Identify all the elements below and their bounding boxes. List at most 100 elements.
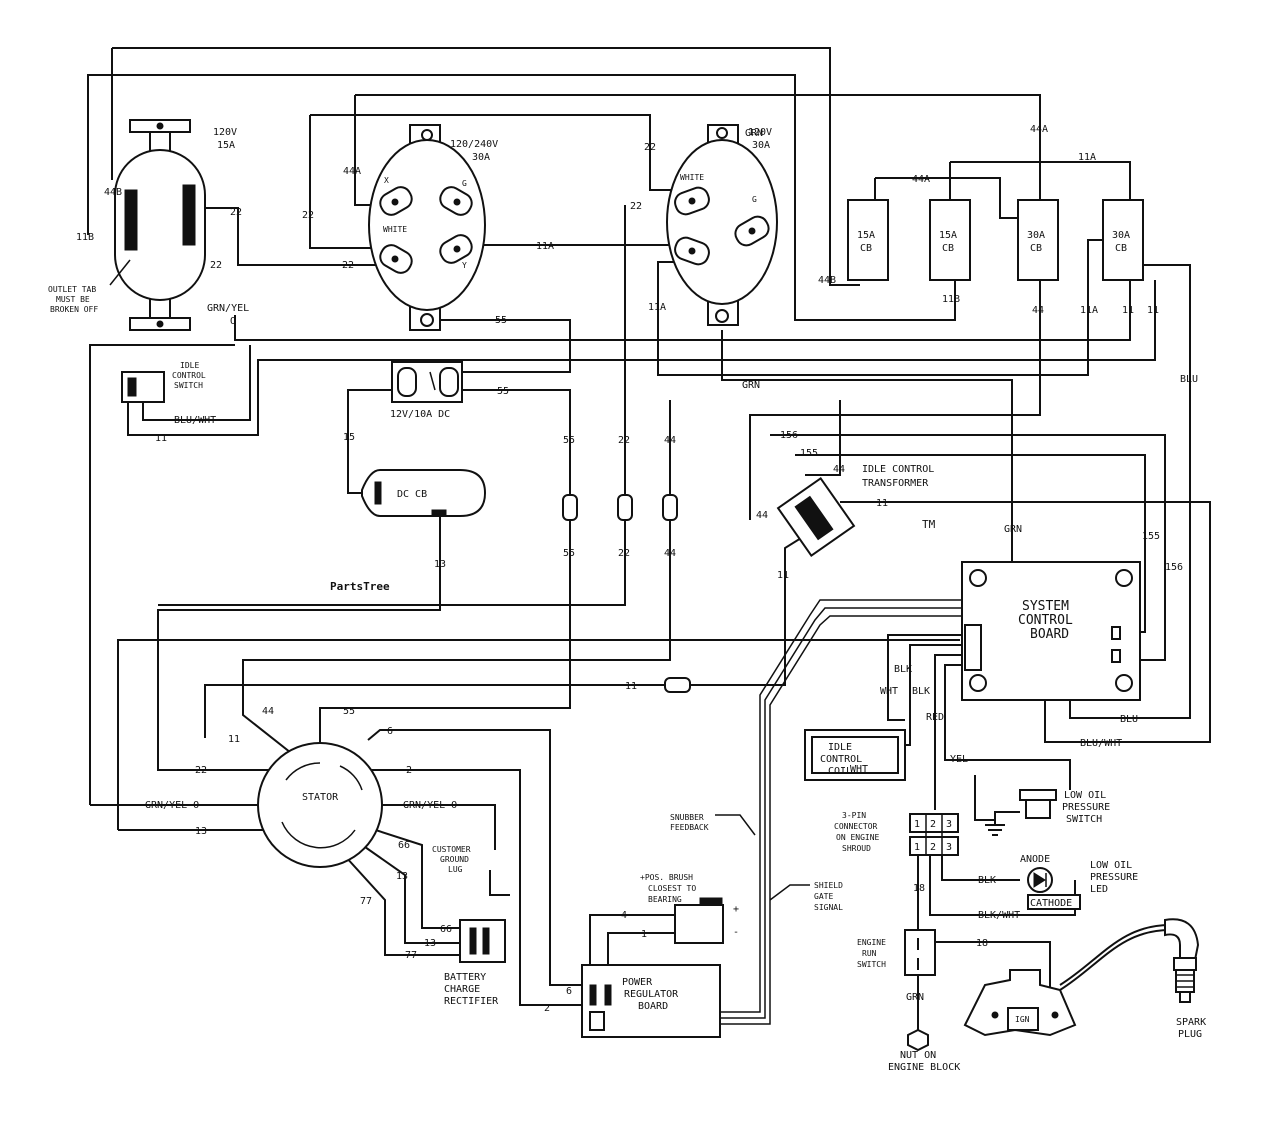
- wire-label: 11: [777, 570, 789, 581]
- wire-label: 1: [641, 929, 647, 940]
- wire-label: 11A: [648, 302, 666, 313]
- wire-label: 44: [664, 435, 676, 446]
- brush-line3: BEARING: [648, 895, 682, 904]
- brush-assembly: + - +POS. BRUSH CLOSEST TO BEARING: [640, 873, 739, 944]
- three-pin-connector: 1 2 3 1 2 3 3-PIN CONNECTOR ON ENGINE SH…: [834, 811, 959, 856]
- pin2-top: 2: [930, 819, 936, 830]
- pin3-top: 3: [946, 819, 952, 830]
- breaker2-rating: 15A: [939, 230, 957, 241]
- outlet-120v-15a: 120V 15A OUTLET TAB MUST BE BROKEN OFF: [48, 119, 237, 331]
- customer-ground-lug: CUSTOMER GROUND LUG: [432, 845, 510, 896]
- ground-lug-line2: GROUND: [440, 855, 469, 864]
- wire-label: 22: [644, 142, 656, 153]
- rectifier-line1: BATTERY: [444, 972, 486, 983]
- wire-label: RED: [926, 712, 944, 723]
- wire-label: BLU: [1120, 714, 1138, 725]
- nut-line2: ENGINE BLOCK: [888, 1062, 960, 1073]
- terminal-x: X: [384, 176, 389, 185]
- low-oil-switch-line2: PRESSURE: [1062, 802, 1110, 813]
- terminal-g-2: G: [752, 195, 757, 204]
- breaker1-rating: 15A: [857, 230, 875, 241]
- wire-label: 13: [195, 826, 207, 837]
- low-oil-led-line3: LED: [1090, 884, 1108, 895]
- wire-label: 11B: [76, 232, 94, 243]
- wire-label: WHT: [850, 764, 868, 775]
- wire-label: 11A: [1078, 152, 1096, 163]
- wire-label: 44: [833, 464, 845, 475]
- wire-labels: 44B 11B 22 22 GRN/YEL O 44A 22 22 11A 55…: [76, 124, 1198, 1014]
- shield-line2: GATE: [814, 892, 833, 901]
- wire-label: 2: [406, 765, 412, 776]
- outlet1-amps: 15A: [217, 140, 235, 151]
- pin2-bottom: 2: [930, 842, 936, 853]
- wire-label: 11: [625, 681, 637, 692]
- wire-label: 22: [210, 260, 222, 271]
- coil-line1: IDLE: [828, 742, 852, 753]
- transformer-line2: TRANSFORMER: [862, 478, 929, 489]
- coil-line2: CONTROL: [820, 754, 862, 765]
- coil-line3: COIL: [828, 766, 852, 777]
- engine-run-line3: SWITCH: [857, 960, 886, 969]
- power-reg-line3: BOARD: [638, 1001, 668, 1012]
- rectifier-line3: RECTIFIER: [444, 996, 499, 1007]
- wire-label: GRN: [906, 992, 924, 1003]
- outlet3-voltage: 120V: [748, 127, 772, 138]
- breaker3-rating: 30A: [1027, 230, 1045, 241]
- wire-label: 11B: [942, 294, 960, 305]
- idle-control-switch: IDLE CONTROL SWITCH: [121, 345, 251, 421]
- wire-label: 22: [618, 548, 630, 559]
- wire-label: 11A: [536, 241, 554, 252]
- pin1-top: 1: [914, 819, 920, 830]
- brush-line2: CLOSEST TO: [648, 884, 696, 893]
- wire-label: 66: [440, 924, 452, 935]
- outlet-120-240v-30a: X G Y WHITE 120/240V 30A: [368, 124, 498, 331]
- outlet2-voltage: 120/240V: [450, 139, 498, 150]
- wire-label: WHT: [880, 686, 898, 697]
- brush-line1: +POS. BRUSH: [640, 873, 693, 882]
- wire-label: 44A: [343, 166, 361, 177]
- wire-label: 55: [497, 386, 509, 397]
- white-label: WHITE: [383, 225, 407, 234]
- wire-label: BLU/WHT: [1080, 738, 1122, 749]
- board-line2: CONTROL: [1018, 613, 1073, 628]
- wire-label: 18: [913, 883, 925, 894]
- brush-minus: -: [733, 927, 739, 938]
- wire-label: 13: [396, 871, 408, 882]
- wire-label: BLK: [912, 686, 930, 697]
- nut-line1: NUT ON: [900, 1050, 936, 1061]
- rectifier-line2: CHARGE: [444, 984, 480, 995]
- wire-label: BLK: [978, 875, 996, 886]
- wire-label: GRN: [1004, 524, 1022, 535]
- wire-label: 13: [434, 559, 446, 570]
- brush-plus: +: [733, 904, 739, 915]
- wire-label: 22: [618, 435, 630, 446]
- stator-label: STATOR: [302, 792, 339, 803]
- wire-label: 4: [621, 910, 627, 921]
- wire-label: 22: [630, 201, 642, 212]
- power-reg-line1: POWER: [622, 977, 653, 988]
- wire-label: 44: [1032, 305, 1044, 316]
- nut-engine-block: NUT ON ENGINE BLOCK: [888, 1028, 960, 1073]
- wire-label: 156: [780, 430, 798, 441]
- wire-label: GRN/YEL O: [145, 800, 199, 811]
- terminal-g: G: [462, 179, 467, 188]
- low-oil-led-line2: PRESSURE: [1090, 872, 1138, 883]
- board-line1: SYSTEM: [1022, 599, 1069, 614]
- low-oil-switch-line1: LOW OIL: [1064, 790, 1106, 801]
- outlet1-voltage: 120V: [213, 127, 237, 138]
- system-control-board: SYSTEM CONTROL BOARD: [961, 561, 1141, 701]
- wire-label: 6: [387, 726, 393, 737]
- breaker1-cb: CB: [860, 243, 872, 254]
- idle-switch-line2: CONTROL: [172, 371, 206, 380]
- wire-label: GRN/YEL O: [403, 800, 457, 811]
- wire-label: BLK/WHT: [978, 910, 1020, 921]
- engine-run-switch: ENGINE RUN SWITCH: [857, 929, 936, 976]
- outlet-tab-line1: OUTLET TAB: [48, 285, 96, 294]
- ignition-module: IGN: [963, 969, 1077, 1037]
- outlet2-amps: 30A: [472, 152, 490, 163]
- wire-label: 2: [544, 1003, 550, 1014]
- wire-label: 55: [495, 315, 507, 326]
- wire-label: 22: [302, 210, 314, 221]
- outlet-120v-30a: WHITE G 120V 30A: [666, 124, 778, 326]
